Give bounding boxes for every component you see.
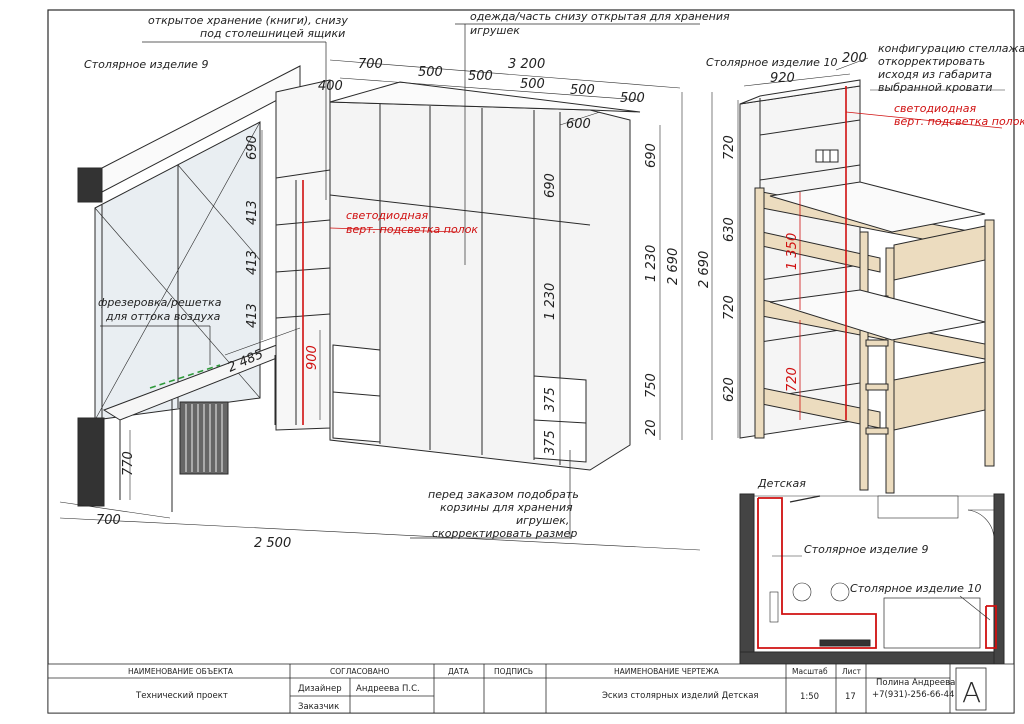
dim-v620: 620	[722, 377, 737, 402]
tb-scale: 1:50	[800, 692, 819, 702]
dim-400: 400	[318, 79, 343, 94]
plan-arrow	[789, 495, 821, 503]
item10-note-config-2: откорректировать	[878, 55, 985, 68]
item9-note-baskets-1: перед заказом подобрать	[428, 488, 579, 501]
dim-v690: 690	[245, 135, 260, 160]
dim-r20: 20	[644, 419, 659, 436]
soffit-block	[77, 167, 103, 203]
item9-note-books-2: под столешницей ящики	[200, 27, 345, 40]
dim-r1350: 1 350	[785, 233, 800, 270]
dim-r720: 720	[785, 367, 800, 392]
dim-v900: 900	[305, 345, 320, 370]
dim-top-total: 3 200	[508, 57, 545, 72]
item9-note-vent-2: для оттока воздуха	[105, 310, 221, 323]
dim-v413c: 413	[245, 303, 260, 328]
dim-v720a: 720	[722, 135, 737, 160]
dim-500e: 500	[620, 91, 645, 106]
plan-item9-outline	[757, 497, 877, 649]
item9-title: Столярное изделие 9	[84, 58, 208, 71]
dim-v413a: 413	[245, 200, 260, 225]
dim-d200: 200	[842, 51, 867, 66]
tb-h-object: НАИМЕНОВАНИЕ ОБЪЕКТА	[128, 667, 234, 676]
tb-author-name: Полина Андреева	[876, 678, 955, 688]
item10-note-config-4: выбранной кровати	[878, 81, 993, 94]
tb-object: Технический проект	[135, 691, 228, 701]
dim-600: 600	[566, 117, 591, 132]
dim-r750: 750	[644, 373, 659, 398]
item9-drawing	[77, 65, 641, 512]
item10-note-config-3: исходя из габарита	[878, 68, 992, 81]
dim-700: 700	[358, 57, 383, 72]
item9-note-baskets-2: корзины для хранения	[440, 501, 573, 514]
item9-note-books-1: открытое хранение (книги), снизу	[148, 14, 348, 27]
tb-h-sign: ПОДПИСЬ	[494, 667, 533, 676]
dim-v413b: 413	[245, 250, 260, 275]
dim-v690b: 690	[543, 173, 558, 198]
plan-label-9: Столярное изделие 9	[804, 543, 928, 556]
dim-v720b: 720	[722, 295, 737, 320]
item9-note-led-1: светодиодная	[346, 209, 428, 222]
tb-sheet: 17	[845, 692, 856, 702]
dim-b700: 700	[96, 513, 121, 528]
item9-note-led-2: верт. подсветка полок	[346, 223, 478, 236]
plan-item10-outline	[985, 605, 997, 649]
dim-r2690: 2 690	[666, 248, 681, 285]
item9-note-vent-1: фрезеровка/решетка	[98, 296, 222, 309]
dim-w920: 920	[770, 71, 795, 86]
plan-label-10: Столярное изделие 10	[850, 582, 981, 595]
title-block	[47, 663, 1015, 714]
item10-led-leader	[845, 111, 1003, 129]
floor-plan	[739, 493, 1005, 665]
radiator	[179, 401, 229, 475]
dim-500c: 500	[520, 77, 545, 92]
tb-designer-name: Андреева П.С.	[356, 684, 420, 694]
dim-v1230: 1 230	[543, 283, 558, 320]
item10-note-led-2: верт. подсветка полок	[894, 115, 1024, 128]
dim-500b: 500	[468, 69, 493, 84]
tb-drawing: Эскиз столярных изделий Детская	[602, 691, 759, 701]
item9-note-clothes-2: игрушек	[470, 24, 520, 37]
socket-upper	[815, 149, 839, 163]
tb-designer-label: Дизайнер	[298, 684, 342, 694]
tb-h-sheet: Лист	[842, 667, 862, 676]
dim-r690: 690	[644, 143, 659, 168]
tb-h-date: ДАТА	[448, 667, 470, 676]
dim-r1230: 1 230	[644, 245, 659, 282]
dim-v630: 630	[722, 217, 737, 242]
dim-h2690: 2 690	[697, 251, 712, 288]
dim-500d: 500	[570, 83, 595, 98]
vent-grille	[149, 364, 221, 389]
item9-note-baskets-4: скорректировать размер	[432, 527, 577, 540]
tb-client-label: Заказчик	[298, 702, 339, 712]
tb-h-agreed: СОГЛАСОВАНО	[330, 667, 390, 676]
item10-title: Столярное изделие 10	[706, 56, 837, 69]
item9-note-clothes-1: одежда/часть снизу открытая для хранения	[470, 10, 730, 23]
item9-note-baskets-3: игрушек,	[516, 514, 569, 527]
dim-500a: 500	[418, 65, 443, 80]
dim-v375a: 375	[543, 387, 558, 412]
dim-v375b: 375	[543, 430, 558, 455]
plan-room-name: Детская	[757, 477, 806, 490]
item10-note-led-1: светодиодная	[894, 102, 976, 115]
plan-leader-10	[959, 595, 991, 621]
item9-led-leader	[329, 227, 459, 233]
tb-h-scale: Масштаб	[792, 667, 828, 676]
dim-b2500: 2 500	[254, 536, 291, 551]
dim-h770: 770	[121, 451, 136, 476]
logo-mark: A	[962, 676, 981, 709]
item10-note-config-1: конфигурацию стеллажа	[878, 42, 1024, 55]
tb-h-drawing: НАИМЕНОВАНИЕ ЧЕРТЕЖА	[614, 667, 720, 676]
wall-pillar	[77, 417, 105, 507]
tb-author-phone: +7(931)-256-66-44	[872, 690, 954, 700]
logo-frame	[955, 667, 987, 711]
